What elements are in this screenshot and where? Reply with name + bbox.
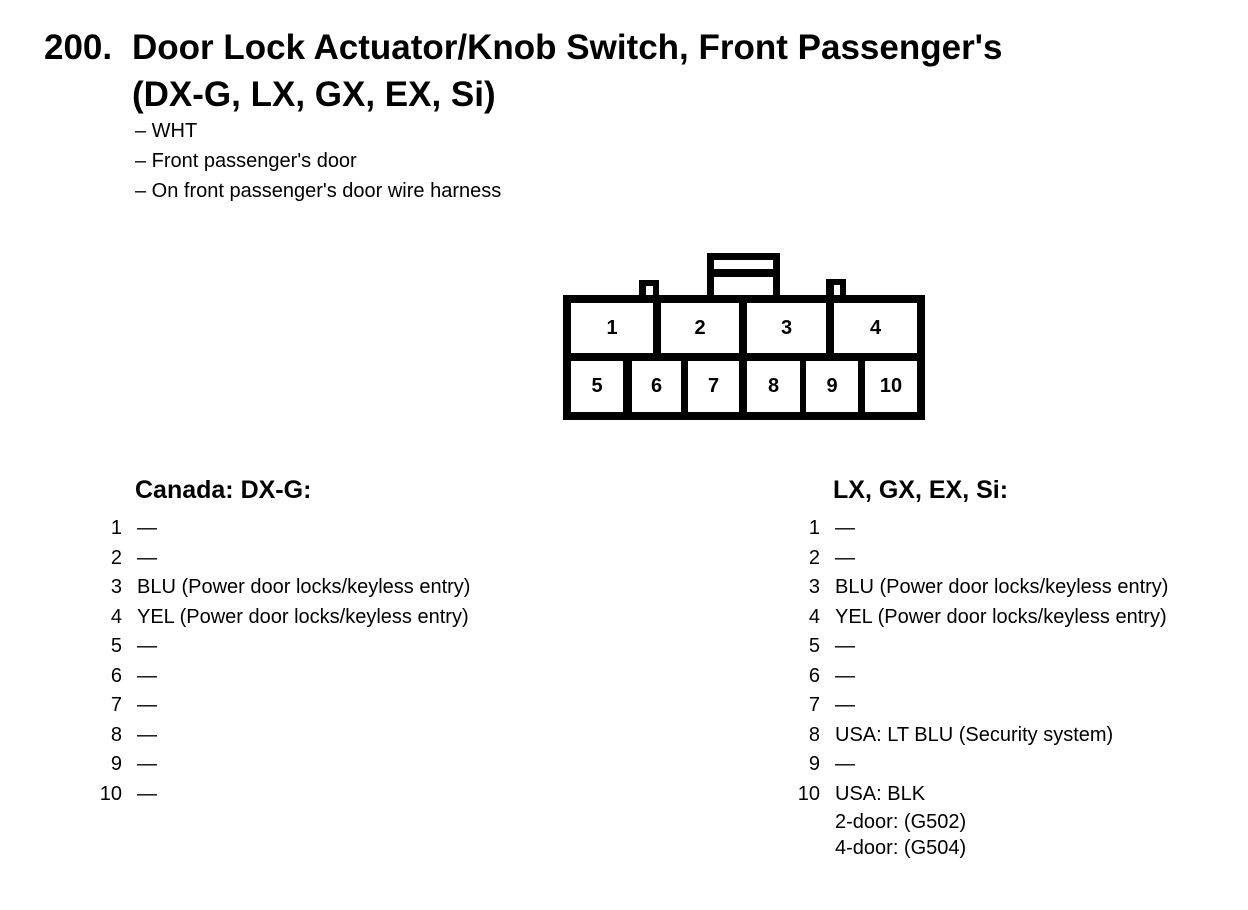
pin-desc: — <box>137 723 157 746</box>
pin-desc: — <box>835 635 855 657</box>
pin-row: 2— <box>792 544 1168 574</box>
pin-desc: — <box>137 664 157 687</box>
pin-number: 7 <box>110 694 122 716</box>
pin-number: 1 <box>808 517 820 539</box>
pin-desc: BLU (Power door locks/keyless entry) <box>137 576 471 598</box>
pin-number: 5 <box>808 635 820 657</box>
connector-cavity-1: 1 <box>571 303 653 353</box>
pin-number: 9 <box>808 753 820 775</box>
pin-number: 2 <box>110 546 122 569</box>
connector-lock-tab <box>707 253 780 295</box>
connector-cavity-7: 7 <box>688 361 739 412</box>
pin-desc: — <box>137 694 157 716</box>
pin-row: 4 YEL (Power door locks/keyless entry) <box>94 603 470 633</box>
connector-cavity-8: 8 <box>747 361 800 412</box>
pin-desc: YEL (Power door locks/keyless entry) <box>137 605 469 628</box>
pin-number: 7 <box>808 694 820 716</box>
pin-row: 2— <box>94 544 470 574</box>
pin-row: 5— <box>94 632 470 662</box>
section-number: 200. <box>44 28 113 67</box>
connector-rib-right <box>826 279 846 295</box>
pin-desc: — <box>835 753 855 775</box>
pin-number: 6 <box>110 664 122 687</box>
pin-row: 5— <box>792 632 1168 662</box>
connector-lock-tab-bar <box>714 269 773 277</box>
connector-cavity-10: 10 <box>865 361 917 412</box>
pin-desc: — <box>835 517 855 539</box>
pin-row: 8— <box>94 721 470 751</box>
pin-desc-line: USA: BLK <box>835 782 926 805</box>
note-item: – Front passenger's door <box>135 150 357 172</box>
pin-row: 1— <box>792 514 1168 544</box>
pin-number: 10 <box>99 782 122 805</box>
pin-desc: — <box>137 635 157 657</box>
pin-desc: — <box>835 546 855 569</box>
pin-row: 10 — <box>94 780 470 810</box>
pin-number: 8 <box>110 723 122 746</box>
pin-desc: — <box>835 694 855 716</box>
notes-list: – WHT – Front passenger's door – On fron… <box>135 116 501 206</box>
connector-shell: 1 2 3 4 5 6 7 8 9 10 <box>563 295 925 420</box>
pin-desc: — <box>835 664 855 687</box>
pin-row: 3 BLU (Power door locks/keyless entry) <box>94 573 471 603</box>
pin-number: 4 <box>110 605 122 628</box>
pin-row: 9— <box>94 750 470 780</box>
pin-row: 6— <box>94 662 470 692</box>
pin-number: 2 <box>808 546 820 569</box>
pin-column-heading-right: LX, GX, EX, Si: <box>833 476 1009 504</box>
pin-row: 7— <box>94 691 470 721</box>
connector-rib-left <box>639 280 659 295</box>
note-item: – On front passenger's door wire harness <box>135 180 502 202</box>
pin-number: 10 <box>797 782 820 805</box>
pin-number: 3 <box>110 576 122 598</box>
pin-desc: BLU (Power door locks/keyless entry) <box>835 576 1169 598</box>
connector-cavity-2: 2 <box>661 303 739 353</box>
pin-row: 8 USA: LT BLU (Security system) <box>792 721 1168 751</box>
pin-number: 3 <box>808 576 820 598</box>
connector-cavity-9: 9 <box>806 361 858 412</box>
pin-desc: — <box>137 546 157 569</box>
pin-row: 9— <box>792 750 1168 780</box>
pin-row: 6— <box>792 662 1168 692</box>
note-item: – WHT <box>135 120 198 142</box>
pin-number: 1 <box>110 517 122 539</box>
pin-desc-extra: 4-door: (G504) <box>835 837 967 859</box>
connector-diagram: 1 2 3 4 5 6 7 8 9 10 <box>563 253 925 420</box>
section-header: 200. Door Lock Actuator/Knob Switch, Fro… <box>44 24 1002 118</box>
pin-desc: — <box>137 782 157 805</box>
pin-desc: YEL (Power door locks/keyless entry) <box>835 605 1167 628</box>
connector-cavity-4: 4 <box>834 303 917 353</box>
pin-desc: — <box>137 517 157 539</box>
pin-number: 6 <box>808 664 820 687</box>
section-title-line1: Door Lock Actuator/Knob Switch, Front Pa… <box>132 28 1003 67</box>
pin-row: 10 USA: BLK 2-door: (G502) 4-door: (G504… <box>792 780 1168 862</box>
pin-row: 7— <box>792 691 1168 721</box>
section-title: Door Lock Actuator/Knob Switch, Front Pa… <box>132 24 1002 118</box>
connector-cavity-5: 5 <box>571 361 623 412</box>
pin-row: 3 BLU (Power door locks/keyless entry) <box>792 573 1169 603</box>
pin-desc: — <box>137 753 157 775</box>
pin-column-heading-left: Canada: DX-G: <box>135 476 312 504</box>
section-title-line2: (DX-G, LX, GX, EX, Si) <box>132 75 496 114</box>
pin-number: 9 <box>110 753 122 775</box>
pin-number: 8 <box>808 723 820 746</box>
pin-desc: USA: BLK 2-door: (G502) 4-door: (G504) <box>835 780 966 862</box>
pin-row: 1— <box>94 514 470 544</box>
pin-desc-extra: 2-door: (G502) <box>835 811 967 833</box>
pin-desc: USA: LT BLU (Security system) <box>835 723 1114 746</box>
connector-cavity-6: 6 <box>632 361 681 412</box>
pin-number: 5 <box>110 635 122 657</box>
pin-row: 4 YEL (Power door locks/keyless entry) <box>792 603 1168 633</box>
pin-number: 4 <box>808 605 820 628</box>
connector-cavity-3: 3 <box>747 303 826 353</box>
